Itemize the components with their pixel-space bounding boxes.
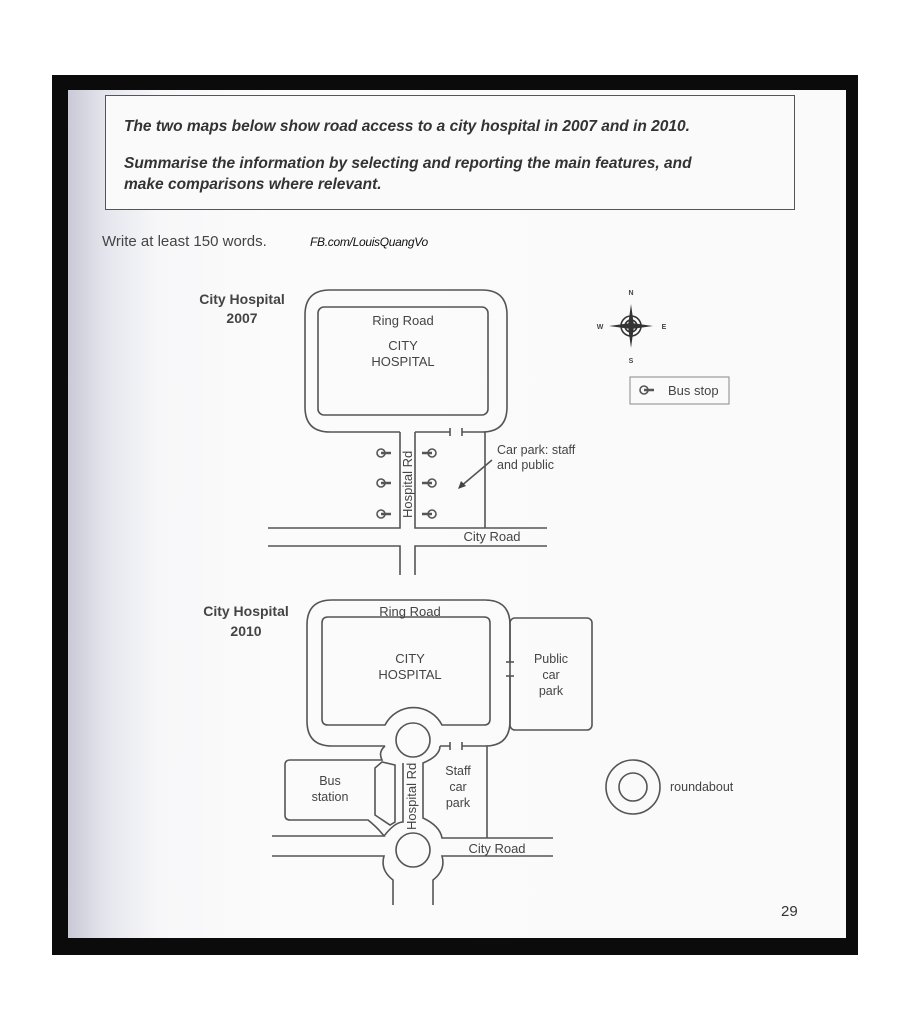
- compass-n: N: [628, 290, 633, 297]
- bus-stop-legend: Bus stop: [629, 376, 730, 405]
- hospital-label: CITY: [388, 338, 418, 353]
- roundabout-label: roundabout: [670, 780, 734, 794]
- bus-stop-icons: [376, 448, 437, 519]
- hospital-road-2007: [268, 432, 547, 575]
- task-box: The two maps below show road access to a…: [105, 95, 795, 210]
- map-2007-year: 2007: [226, 310, 257, 326]
- ring-road-2007: [304, 289, 508, 433]
- hospital-label: HOSPITAL: [371, 354, 434, 369]
- hospital-block-2007: [317, 306, 489, 416]
- ring-road-label: Ring Road: [372, 313, 433, 328]
- staff-car-park-label: Staff: [445, 764, 471, 778]
- public-car-park-label: park: [539, 684, 564, 698]
- public-car-park: [509, 617, 593, 731]
- bus-station-label: station: [312, 790, 349, 804]
- public-car-park-label: car: [542, 668, 559, 682]
- roundabout-icon: [605, 759, 661, 815]
- map-2010: City Hospital 2010 Ring Road CITY HOSPIT…: [203, 599, 593, 905]
- staff-car-park-label: car: [449, 780, 466, 794]
- city-road-label: City Road: [468, 841, 525, 856]
- road-edge: [383, 763, 404, 837]
- task-line-1: The two maps below show road access to a…: [124, 118, 690, 135]
- car-park-label: Car park: staff: [497, 443, 576, 457]
- roundabout-south: [395, 832, 431, 868]
- watermark: FB.com/LouisQuangVo: [310, 235, 428, 249]
- page-number: 29: [781, 903, 798, 920]
- public-car-park-label: Public: [534, 652, 568, 666]
- hospital-block-2010: [321, 616, 491, 726]
- compass-e: E: [662, 324, 667, 331]
- compass-s: S: [629, 358, 634, 365]
- map-2010-title: City Hospital: [203, 603, 289, 619]
- book-page: [68, 90, 846, 938]
- roundabout-legend: roundabout: [605, 759, 734, 815]
- hospital-label: HOSPITAL: [378, 667, 441, 682]
- roundabout-north: [395, 722, 431, 758]
- bus-station-label: Bus: [319, 774, 341, 788]
- hospital-rd-label: Hospital Rd: [400, 451, 415, 518]
- staff-car-park-label: park: [446, 796, 471, 810]
- map-2007-title: City Hospital: [199, 291, 285, 307]
- map-2010-year: 2010: [230, 623, 261, 639]
- car-park-label: and public: [497, 458, 554, 472]
- task-line-3: make comparisons where relevant.: [124, 176, 382, 193]
- map-2007: City Hospital 2007 Ring Road CITY HOSPIT…: [199, 289, 576, 575]
- hospital-label: CITY: [395, 651, 425, 666]
- bus-stop-label: Bus stop: [668, 383, 719, 398]
- bus-stop-icon: [639, 385, 654, 395]
- arrow-icon: [459, 459, 493, 488]
- hospital-rd-label: Hospital Rd: [404, 763, 419, 830]
- ring-road-label: Ring Road: [379, 604, 440, 619]
- bus-lane-island: [374, 761, 396, 826]
- hospital-road-2010: [272, 745, 553, 905]
- word-count-instruction: Write at least 150 words.: [102, 233, 267, 250]
- city-road-label: City Road: [463, 529, 520, 544]
- task-line-2: Summarise the information by selecting a…: [124, 155, 692, 172]
- compass-w: W: [597, 324, 604, 331]
- compass-icon: N S E W: [597, 290, 667, 365]
